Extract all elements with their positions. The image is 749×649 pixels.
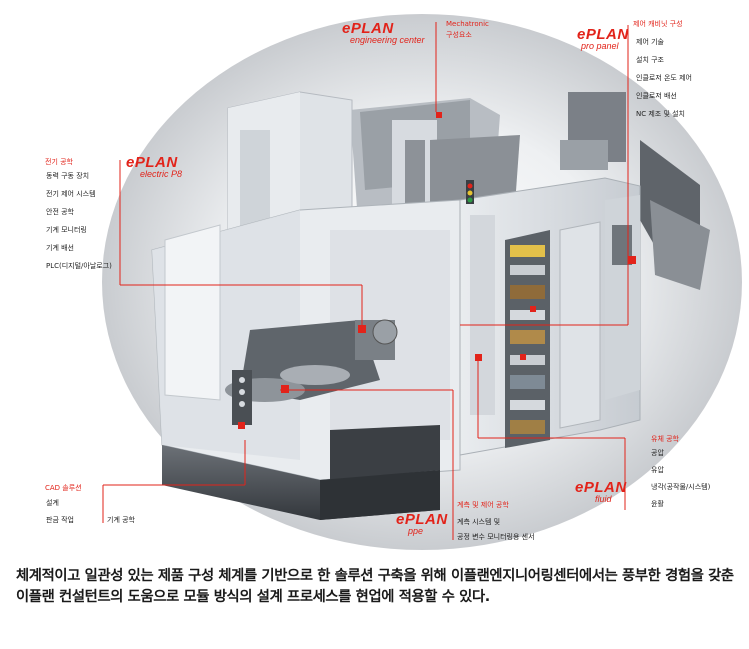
marker-pro-panel <box>628 256 636 264</box>
machine-base <box>162 425 440 520</box>
cabinet-top-unit <box>560 92 710 290</box>
cad-header: CAD 솔루션 <box>45 484 82 492</box>
marker-fluid <box>475 354 482 361</box>
logo-engineering-center: ePLAN engineering center <box>342 21 425 45</box>
list-item: 유압 <box>651 466 664 474</box>
fluid-header: 유체 공학 <box>651 435 679 443</box>
list-item: 판금 작업 <box>46 516 74 524</box>
electric-list: 동력 구동 장치 전기 제어 시스템 안전 공학 기계 모니터링 기계 배선 P… <box>46 172 112 280</box>
list-item: PLC(디지털/아날로그) <box>46 262 112 270</box>
logo-brand: ePLAN <box>342 20 394 37</box>
list-item: 전기 제어 시스템 <box>46 190 96 198</box>
list-item: 인클로저 배선 <box>636 92 677 100</box>
machine-enclosure <box>151 199 461 481</box>
marker-ppe <box>238 422 245 429</box>
caption: 체계적이고 일관성 있는 제품 구성 체계를 기반으로 한 솔루션 구축을 위해… <box>16 568 734 605</box>
list-item: 설치 구조 <box>636 56 664 64</box>
ppe-list: 계측 시스템 및 공정 변수 모니터링용 센서 <box>457 518 535 548</box>
mechatronic-title: Mechatronic <box>446 20 489 28</box>
list-item: 공압 <box>651 449 664 457</box>
list-item: 인클로저 온도 제어 <box>636 74 692 82</box>
marker-electric <box>358 325 366 333</box>
logo-sub: fluid <box>595 494 612 504</box>
ppe-header: 계측 및 제어 공학 <box>457 501 509 509</box>
logo-brand: ePLAN <box>126 154 178 171</box>
logo-pro-panel: ePLAN pro panel <box>577 27 629 51</box>
marker-cabinet-left <box>530 306 536 312</box>
cad-side-label: 기계 공학 <box>107 516 135 524</box>
list-item: 안전 공학 <box>46 208 74 216</box>
machine-illustration <box>102 14 742 550</box>
leader-lines <box>102 22 629 540</box>
logo-brand: ePLAN <box>575 479 627 496</box>
list-item: NC 제조 및 설치 <box>636 110 685 118</box>
list-item: 제어 기술 <box>636 38 664 46</box>
list-item: 기계 모니터링 <box>46 226 87 234</box>
logo-brand: ePLAN <box>396 511 448 528</box>
list-item: 기계 배선 <box>46 244 74 252</box>
mechatronic-subtitle: 구성요소 <box>446 31 472 39</box>
red-markers <box>238 112 636 429</box>
control-cabinet <box>459 177 641 456</box>
pro-panel-list: 제어 기술 설치 구조 인클로저 온도 제어 인클로저 배선 NC 제조 및 설… <box>636 38 692 128</box>
list-item: 계측 시스템 및 <box>457 518 501 526</box>
marker-mechatronic <box>436 112 442 118</box>
list-item: 냉각(공작물/시스템) <box>651 483 711 491</box>
list-item: 설계 <box>46 499 59 507</box>
list-item: 동력 구동 장치 <box>46 172 90 180</box>
pro-panel-header: 제어 캐비닛 구성 <box>633 20 683 28</box>
logo-ppe: ePLAN ppe <box>396 512 448 536</box>
marker-cabinet-mid <box>520 354 526 360</box>
fluid-list: 공압 유압 냉각(공작물/시스템) 윤활 <box>651 449 710 517</box>
logo-fluid: ePLAN fluid <box>575 480 627 504</box>
machine-diagram: ePLAN engineering center ePLAN pro panel… <box>45 14 742 550</box>
logo-sub: pro panel <box>581 41 619 51</box>
logo-sub: ppe <box>408 526 424 536</box>
electric-header: 전기 공학 <box>45 158 73 166</box>
logo-electric: ePLAN electric P8 <box>126 155 182 179</box>
logo-sub: electric P8 <box>140 169 183 179</box>
cad-list: 설계 판금 작업 <box>46 499 74 533</box>
logo-sub: engineering center <box>350 35 425 45</box>
list-item: 공정 변수 모니터링용 센서 <box>457 533 535 541</box>
list-item: 윤활 <box>651 500 664 508</box>
marker-cad <box>281 385 289 393</box>
logo-brand: ePLAN <box>577 26 629 43</box>
